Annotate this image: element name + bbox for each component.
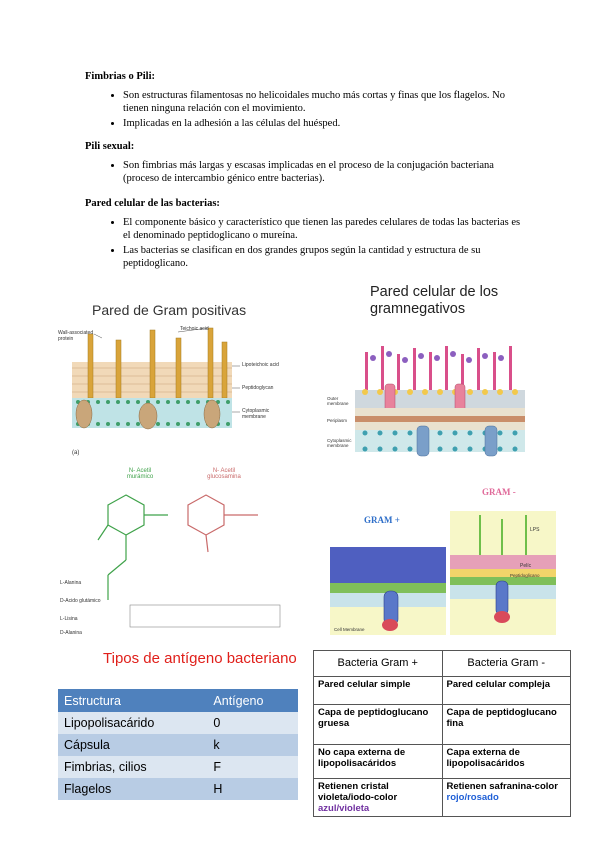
table-cell: H [213,782,223,796]
table-cell: Pared celular simple [313,676,443,705]
list-item: Implicadas en la adhesión a las células … [123,117,525,130]
table-row: Retienen cristal violeta/iodo-color azul… [313,778,571,817]
cell-text-colored: rojo/rosado [446,792,499,803]
text-section-fimbrias: Fimbrias o Pili: Son estructuras filamen… [85,70,525,136]
label-peptidoglycan: Peptidoglycan [242,385,274,391]
column-header: Bacteria Gram - [441,650,571,677]
list-fimbrias: Son estructuras filamentosas no helicoid… [85,89,525,130]
table-header-row: Estructura Antígeno [58,689,298,712]
table-row: Lipopolisacárido 0 [58,712,298,734]
figure-gram-comparison: GRAM - GRAM + LPS Pelíc Peptidoglicano C… [330,485,558,635]
table-cell: Lipopolisacárido [64,716,155,730]
table-cell: Flagelos [64,782,112,796]
label-teichoic-acid: Teichoic acid [180,326,209,332]
text-section-pili-sexual: Pili sexual: Son fimbrias más largas y e… [85,140,525,191]
table-cell: Capa externa de lipopolisacáridos [441,744,571,779]
text-section-pared-celular: Pared celular de las bacterias: El compo… [85,197,525,276]
label-peptidoglicano: Peptidoglicano [510,573,540,578]
label-panel-letter: (a) [72,450,80,456]
label-lipoteichoic-acid: Lipoteichoic acid [242,362,279,368]
list-item: El componente básico y característico qu… [123,216,525,242]
heading-pili-sexual: Pili sexual: [85,141,135,152]
heading-fimbrias: Fimbrias o Pili: [85,71,155,82]
column-header: Bacteria Gram + [313,650,443,677]
gram-comparison-diagram [330,511,556,635]
list-item: Son fimbrias más largas y escasas implic… [123,159,525,185]
table-cell: F [213,760,222,774]
table-cell: Capa de peptidoglucano gruesa [313,704,443,745]
label-d-alanina: D-Alanina [60,630,82,636]
antigen-table-title: Tipos de antígeno bacteriano [103,650,297,667]
cell-text-colored: azul/violeta [318,803,370,814]
label-gram-plus: GRAM + [364,515,400,525]
figure-gram-negative: Pared celular de los gramnegativos [325,280,560,480]
gram-positive-diagram [72,327,281,628]
list-pili-sexual: Son fimbrias más largas y escasas implic… [85,159,525,185]
table-cell: No capa externa de lipopolisacáridos [313,744,443,779]
table-row: Capa de peptidoglucano gruesa Capa de pe… [313,704,571,745]
list-pared-celular: El componente básico y característico qu… [85,216,525,270]
figure-title: Pared de Gram positivas [92,302,247,318]
cell-text: Retienen cristal violeta/iodo-color [318,781,398,803]
label-l-lisina: L-Lisina [60,616,78,622]
table-cell: Capa de peptidoglucano fina [441,704,571,745]
list-item: Las bacterias se clasifican en dos grand… [123,244,525,270]
table-cell: Retienen cristal violeta/iodo-color azul… [313,778,443,817]
heading-pared-celular: Pared celular de las bacterias: [85,198,220,209]
label-l-alanina: L-Alanina [60,580,82,586]
table-cell: Pared celular compleja [441,676,571,705]
table-row: Flagelos H [58,778,298,800]
table-row: No capa externa de lipopolisacáridos Cap… [313,744,571,779]
cell-text: Retienen safranina-color [446,781,558,792]
label-wall-protein: Wall-associated protein [58,330,94,342]
table-cell: 0 [213,716,221,730]
figure-title: Pared celular de los gramnegativos [370,284,499,317]
gram-comparison-table: Bacteria Gram + Bacteria Gram - Pared ce… [313,650,571,817]
column-header: Antígeno [213,693,264,708]
table-cell: Retienen safranina-color rojo/rosado [441,778,571,817]
label-periplasm: Periplasm [327,418,348,423]
table-cell: Fimbrias, cilios [64,760,147,774]
label-cell-membrane: Cell Membrane [334,627,365,632]
table-row: Fimbrias, cilios F [58,756,298,778]
label-outer-membrane: Outer membrane [327,396,349,406]
label-gram-minus: GRAM - [482,487,516,497]
label-cytoplasmic-membrane: Cytoplasmic membrane [242,408,270,420]
column-header: Estructura [64,693,121,708]
list-item: Son estructuras filamentosas no helicoid… [123,89,525,115]
table-row: Pared celular simple Pared celular compl… [313,676,571,705]
antigen-table: Estructura Antígeno Lipopolisacárido 0 C… [58,689,298,800]
label-n-acetil-muramico: N- Acetil murámico [126,468,154,480]
table-cell: Cápsula [64,738,110,752]
table-cell: k [213,738,220,752]
label-n-acetil-glucosamina: N- Acetil glucosamina [207,468,241,480]
label-pelic: Pelíc [520,563,532,569]
label-cytoplasmic-membrane: Cytoplasmic membrane [327,438,352,448]
table-row: Cápsula k [58,734,298,756]
label-d-acido-glutamico: D-Acido glutámico [60,598,101,604]
label-lps: LPS [530,527,540,533]
gram-negative-diagram [355,346,525,457]
figure-gram-positive: Pared de Gram positivas [58,290,308,640]
table-header-row: Bacteria Gram + Bacteria Gram - [313,650,571,677]
